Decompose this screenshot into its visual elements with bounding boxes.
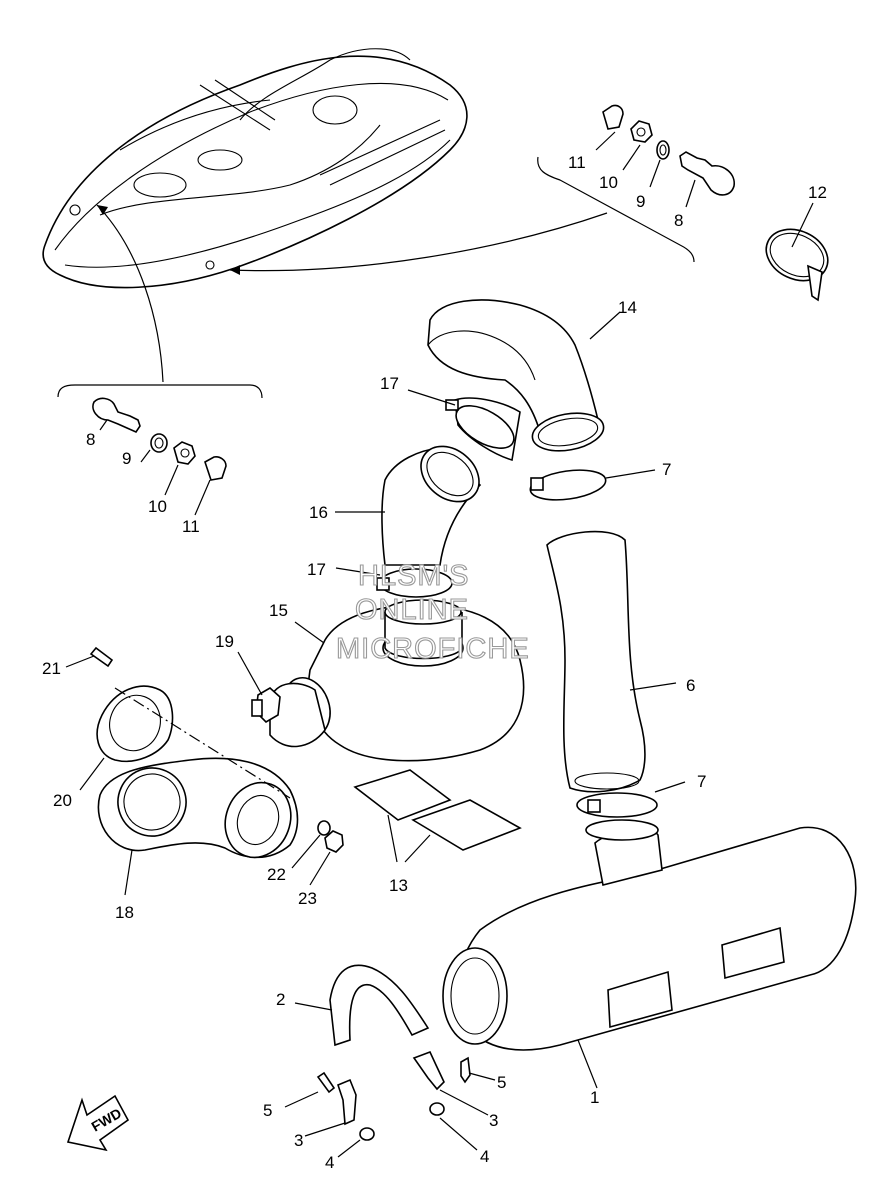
- pads-13: [353, 769, 522, 851]
- watermark-line-2: ONLINE: [355, 594, 469, 626]
- watermark-line-1: HLSM'S: [358, 560, 469, 592]
- callout-8: 8: [86, 430, 95, 449]
- rivet-5-left: [316, 1071, 336, 1094]
- hose-clamp-17-lower: [376, 568, 453, 598]
- nut-23: [324, 830, 344, 853]
- callout-14: 14: [618, 298, 637, 317]
- callout-17: 17: [307, 560, 326, 579]
- callout-16: 16: [309, 503, 328, 522]
- pointer-arrow-front: [96, 204, 164, 383]
- washer-22: [317, 820, 331, 836]
- callout-9: 9: [122, 449, 131, 468]
- callout-5: 5: [263, 1101, 272, 1120]
- callout-7: 7: [662, 460, 671, 479]
- callout-6: 6: [686, 676, 695, 695]
- bracket-left: [57, 384, 263, 399]
- strap-2: [329, 964, 430, 1047]
- pointer-arrow-side: [229, 212, 608, 272]
- callout-11: 11: [182, 517, 200, 536]
- hose-clamp-7-upper: [529, 469, 607, 501]
- callout-4: 4: [480, 1147, 489, 1166]
- leader-lines: [65, 131, 814, 1158]
- callout-23: 23: [298, 889, 317, 908]
- air-duct-16: [381, 445, 482, 566]
- callout-15: 15: [269, 601, 288, 620]
- drain-plug-set-left: [92, 397, 227, 481]
- air-duct-18: [97, 757, 299, 859]
- callout-19: 19: [215, 632, 234, 651]
- callout-10: 10: [599, 173, 618, 192]
- callout-18: 18: [115, 903, 134, 922]
- bracket-3-right: [412, 1050, 445, 1091]
- clamp-band-12: [765, 228, 829, 302]
- silencer-chamber-15: [269, 599, 525, 762]
- callout-3: 3: [489, 1111, 498, 1130]
- callout-3: 3: [294, 1131, 303, 1150]
- callout-10: 10: [148, 497, 167, 516]
- air-elbow-14: [427, 299, 605, 462]
- callout-12: 12: [808, 183, 827, 202]
- watercraft-overview: [42, 48, 468, 289]
- callout-11: 11: [568, 153, 586, 172]
- callout-17: 17: [380, 374, 399, 393]
- hose-clamp-17-upper: [445, 399, 515, 449]
- watermark: HLSM'S ONLINE MICROFICHE: [335, 559, 530, 665]
- bracket-upper-right: [537, 156, 695, 263]
- callout-1: 1: [590, 1088, 599, 1107]
- callout-numbers: 11 10 9 8 12 8 9 10 11 17 14 16 17 7 15 …: [42, 153, 827, 1172]
- callout-5: 5: [497, 1073, 506, 1092]
- callout-9: 9: [636, 192, 645, 211]
- callout-22: 22: [267, 865, 286, 884]
- watermark-line-3: MICROFICHE: [336, 633, 530, 665]
- hose-clamp-19: [251, 687, 281, 724]
- stud-bolt-21: [89, 646, 114, 668]
- fwd-arrow-icon: FWD: [66, 1094, 130, 1152]
- bracket-3-left: [337, 1078, 357, 1126]
- exhaust-hose-6: [546, 530, 646, 793]
- washer-4-right: [429, 1102, 445, 1116]
- rivet-5-right: [460, 1056, 471, 1084]
- callout-7: 7: [697, 772, 706, 791]
- washer-4-left: [359, 1127, 375, 1141]
- callout-20: 20: [53, 791, 72, 810]
- callout-13: 13: [389, 876, 408, 895]
- hose-clamp-7-lower: [576, 792, 658, 818]
- callout-4: 4: [325, 1153, 334, 1172]
- muffler-1: [442, 819, 857, 1051]
- callout-21: 21: [42, 659, 61, 678]
- callout-2: 2: [276, 990, 285, 1009]
- flange-plate-20: [96, 685, 174, 762]
- callout-8: 8: [674, 211, 683, 230]
- drain-plug-set-upper: [602, 104, 735, 196]
